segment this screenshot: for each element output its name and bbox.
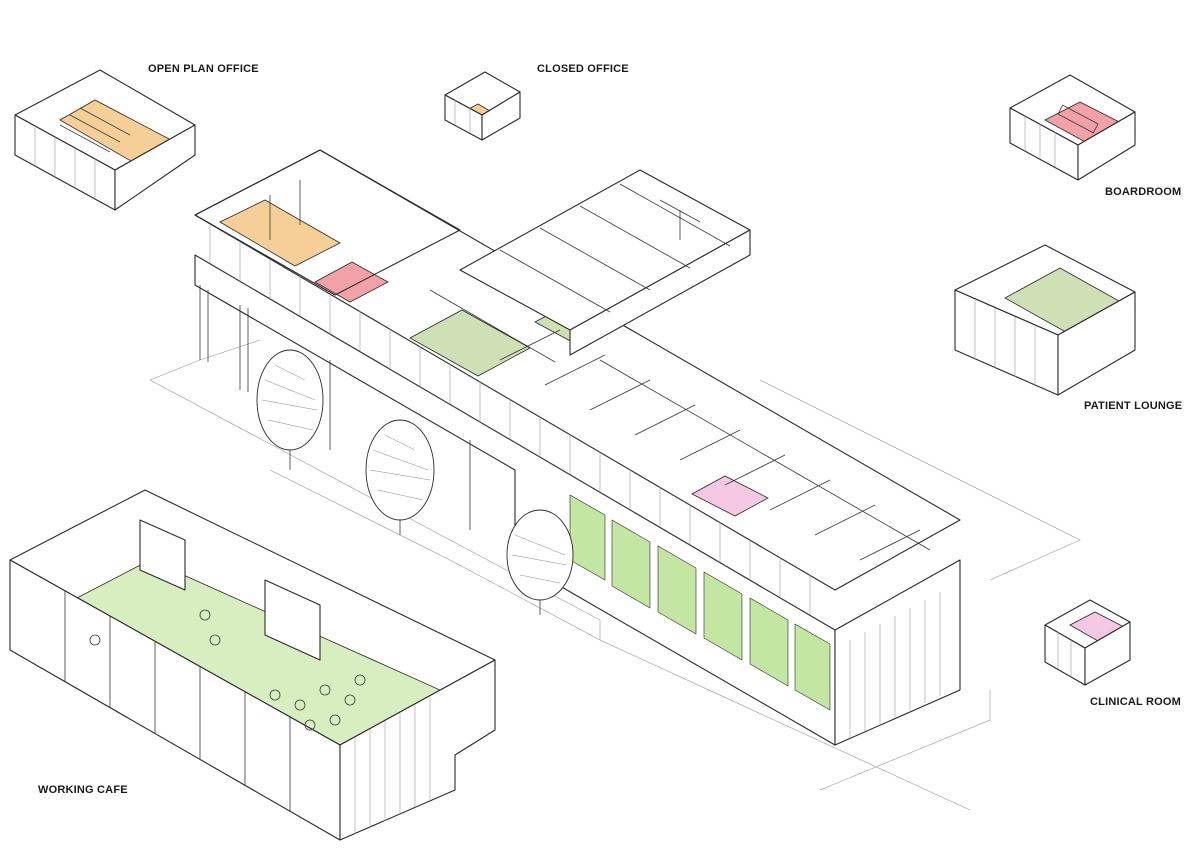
tree bbox=[256, 349, 324, 470]
closed-office-label: CLOSED OFFICE bbox=[537, 63, 629, 75]
tree bbox=[365, 419, 435, 535]
trees bbox=[256, 349, 574, 615]
parapet-fins bbox=[194, 214, 836, 631]
patient-lounge-axo bbox=[954, 244, 1136, 396]
north-wing-side bbox=[569, 229, 751, 356]
clinical-room-label: CLINICAL ROOM bbox=[1090, 696, 1182, 708]
working-cafe-label: WORKING CAFE bbox=[38, 784, 128, 796]
main-building bbox=[194, 149, 961, 746]
tree bbox=[506, 509, 574, 615]
west-block-top bbox=[194, 149, 461, 296]
cafe-fins bbox=[354, 697, 431, 834]
long-wing-end-facade bbox=[834, 559, 961, 746]
facade-glazing bbox=[569, 494, 831, 711]
open-plan-office-axo bbox=[14, 69, 196, 211]
meeting-room-floor bbox=[314, 261, 389, 303]
patient-lounge-label: PATIENT LOUNGE bbox=[1084, 400, 1183, 412]
north-wing-partitions bbox=[499, 183, 731, 313]
cafe-screens bbox=[139, 519, 321, 661]
working-cafe-axo bbox=[9, 489, 496, 841]
boardroom-axo bbox=[1009, 74, 1136, 181]
boardroom-label: BOARDROOM bbox=[1105, 186, 1182, 198]
cafe-mullions bbox=[64, 591, 291, 812]
open-office-floor bbox=[219, 199, 341, 267]
clinical-floor bbox=[691, 475, 769, 517]
open-plan-office-label: OPEN PLAN OFFICE bbox=[148, 63, 259, 75]
cafe-tables bbox=[89, 609, 366, 731]
long-wing-partitions bbox=[269, 180, 931, 561]
clinical-room-axo bbox=[1044, 599, 1131, 686]
cafe-end-facade bbox=[339, 659, 496, 841]
closed-office-axo bbox=[444, 71, 521, 141]
pilotis-columns bbox=[199, 285, 471, 530]
end-facade-fins bbox=[849, 592, 941, 738]
